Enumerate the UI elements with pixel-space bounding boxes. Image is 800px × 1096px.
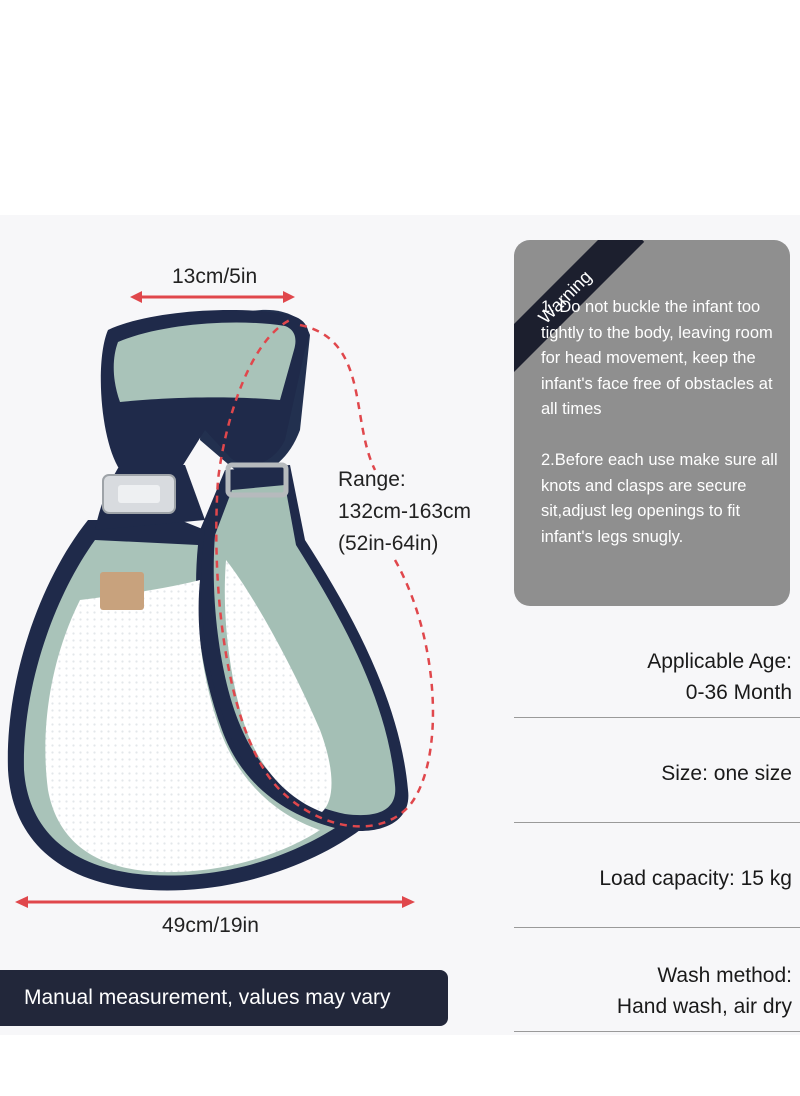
warning-paragraph-2: 2.Before each use make sure all knots an… — [541, 451, 778, 546]
range-dashed-loop — [215, 318, 435, 828]
range-in: (52in-64in) — [338, 532, 439, 555]
bottom-width-label: 49cm/19in — [162, 914, 259, 937]
spec-divider — [514, 717, 800, 718]
ring-connector — [225, 462, 289, 498]
range-cm: 132cm-163cm — [338, 500, 472, 523]
shoulder-strap-sage — [113, 322, 296, 402]
spec-age-label: Applicable Age: — [647, 650, 792, 673]
spec-divider — [514, 822, 800, 823]
spec-wash-value: Hand wash, air dry — [616, 995, 792, 1018]
spec-size: Size: one size — [661, 762, 792, 785]
main-pouch-mesh — [45, 580, 320, 873]
spec-divider — [514, 927, 800, 928]
bottom-width-arrow — [15, 896, 415, 908]
top-width-arrow — [130, 291, 295, 303]
baby-sling-illustration — [7, 291, 435, 908]
spec-divider — [514, 1031, 800, 1032]
range-title: Range: — [338, 468, 406, 491]
warning-paragraph-1: 1. Do not buckle the infant too tightly … — [541, 298, 773, 418]
spec-age: Applicable Age: 0-36 Month — [647, 646, 792, 708]
top-width-label: 13cm/5in — [172, 265, 258, 288]
spec-age-value: 0-36 Month — [685, 681, 792, 704]
warning-box: Warning 1. Do not buckle the infant too … — [514, 240, 790, 606]
spec-load: Load capacity: 15 kg — [599, 867, 792, 890]
spec-wash-label: Wash method: — [657, 964, 792, 987]
spec-wash: Wash method: Hand wash, air dry — [617, 960, 792, 1022]
right-panel-mesh — [224, 560, 332, 812]
brand-tag — [100, 572, 144, 610]
measurement-disclaimer: Manual measurement, values may vary — [0, 970, 448, 1026]
